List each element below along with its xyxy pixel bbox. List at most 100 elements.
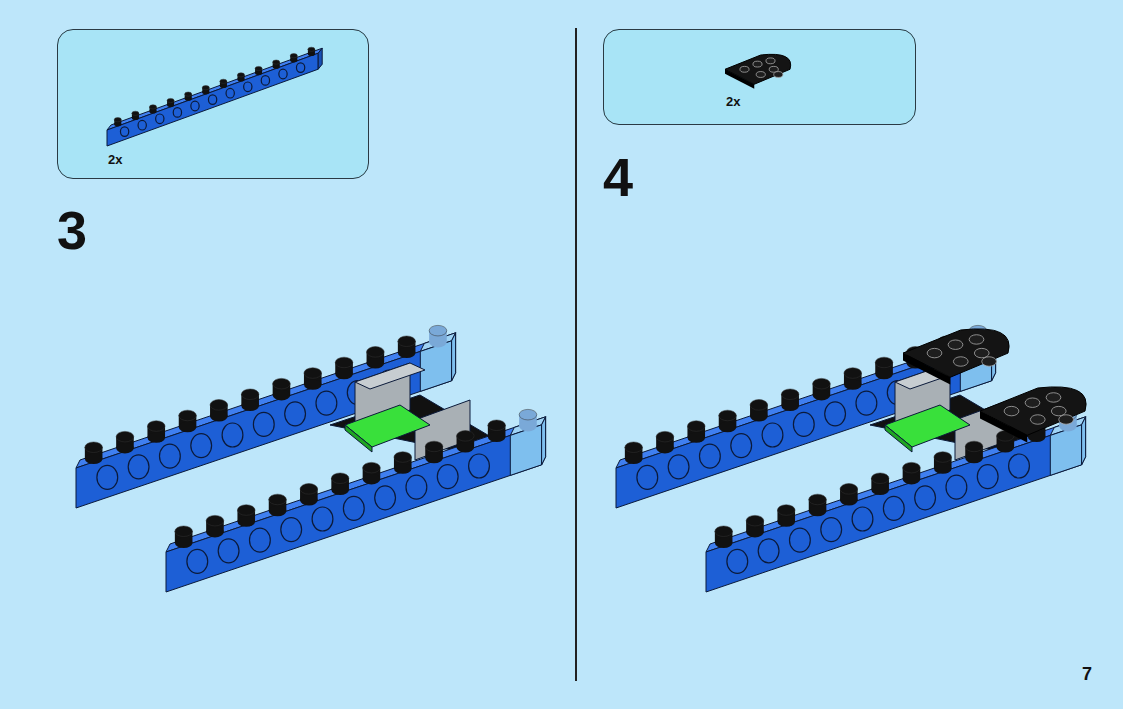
stud	[185, 92, 192, 96]
stud	[300, 484, 318, 495]
pin-hole	[296, 63, 304, 73]
end-brick-front	[1050, 425, 1081, 476]
end-brick-front	[510, 425, 541, 476]
beam-end	[542, 417, 546, 465]
stud	[132, 111, 139, 115]
stud	[304, 368, 322, 379]
pin-hole	[856, 391, 877, 415]
stud-base	[269, 506, 287, 517]
beam-top	[706, 417, 1086, 552]
stud	[116, 431, 134, 442]
stud-base	[625, 453, 643, 464]
stud	[756, 72, 765, 78]
stud	[934, 452, 952, 463]
round-plate-edge	[725, 69, 754, 89]
pin-hole	[244, 82, 252, 92]
stud	[167, 98, 174, 102]
pin-hole	[883, 496, 904, 520]
stud	[425, 441, 443, 452]
beam-front	[706, 425, 1082, 592]
stud-base	[781, 400, 799, 411]
stud	[982, 357, 997, 366]
stud	[1051, 406, 1066, 415]
stud	[719, 410, 737, 421]
stud-base	[425, 453, 443, 464]
stud	[331, 473, 349, 484]
stud	[175, 526, 193, 537]
stud-base	[394, 463, 412, 474]
stud	[903, 462, 921, 473]
stud-base	[290, 58, 297, 62]
stud-base	[241, 400, 259, 411]
stud-base	[331, 484, 349, 495]
stud	[965, 441, 983, 452]
stud-base	[367, 358, 385, 369]
stud	[974, 348, 989, 357]
pin-hole	[727, 549, 748, 573]
stud	[1030, 415, 1045, 424]
pin-hole	[915, 486, 936, 510]
stud-base	[273, 390, 291, 401]
stud-base	[719, 422, 737, 433]
grey-brick-top	[355, 363, 425, 389]
stud-base	[363, 474, 381, 485]
step-number: 4	[603, 150, 633, 204]
end-brick-side	[1082, 417, 1086, 465]
pin-hole	[279, 69, 287, 79]
pin-hole	[375, 486, 396, 510]
stud	[363, 462, 381, 473]
stud	[813, 378, 831, 389]
pin-hole	[208, 95, 216, 105]
stud	[746, 515, 764, 526]
pin-hole	[343, 496, 364, 520]
stud-base	[202, 90, 209, 94]
stud-base	[308, 52, 315, 56]
round-plate-edge	[980, 411, 1027, 443]
callout-part	[725, 54, 791, 88]
stud-base	[903, 474, 921, 485]
stud-base	[147, 432, 165, 443]
pin-hole	[637, 465, 658, 489]
stud	[237, 505, 255, 516]
pin-hole	[758, 539, 779, 563]
stud	[269, 494, 287, 505]
pin-hole	[825, 402, 846, 426]
stud-base	[185, 97, 192, 101]
stud-base	[273, 65, 280, 69]
stud	[255, 66, 262, 70]
pin-hole	[187, 549, 208, 573]
stud-base	[237, 77, 244, 81]
stud-base	[965, 453, 983, 464]
stud-base	[304, 379, 322, 390]
stud-base	[429, 337, 447, 348]
stud	[85, 442, 103, 453]
stud	[1025, 398, 1040, 407]
stud	[753, 61, 762, 67]
stud	[149, 105, 156, 109]
pin-hole	[1009, 454, 1030, 478]
stud-base	[746, 527, 764, 538]
stud-base	[237, 516, 255, 527]
stud	[809, 494, 827, 505]
stud	[308, 47, 315, 51]
stud	[871, 473, 889, 484]
stud	[237, 73, 244, 77]
stud-base	[175, 537, 193, 548]
stud	[394, 452, 412, 463]
round-plate	[980, 387, 1086, 435]
round-plate-edge	[903, 353, 950, 385]
stud	[273, 60, 280, 64]
beam-front	[107, 53, 318, 146]
stud-base	[997, 442, 1015, 453]
stud	[220, 79, 227, 83]
callout-fill	[603, 29, 916, 125]
pin-hole	[218, 539, 239, 563]
stud	[656, 431, 674, 442]
pin-hole	[285, 402, 306, 426]
pin-hole	[731, 434, 752, 458]
round-plate	[725, 54, 791, 84]
stud	[210, 400, 228, 411]
stud	[948, 340, 963, 349]
beam-front	[166, 425, 542, 592]
stud-base	[179, 422, 197, 433]
